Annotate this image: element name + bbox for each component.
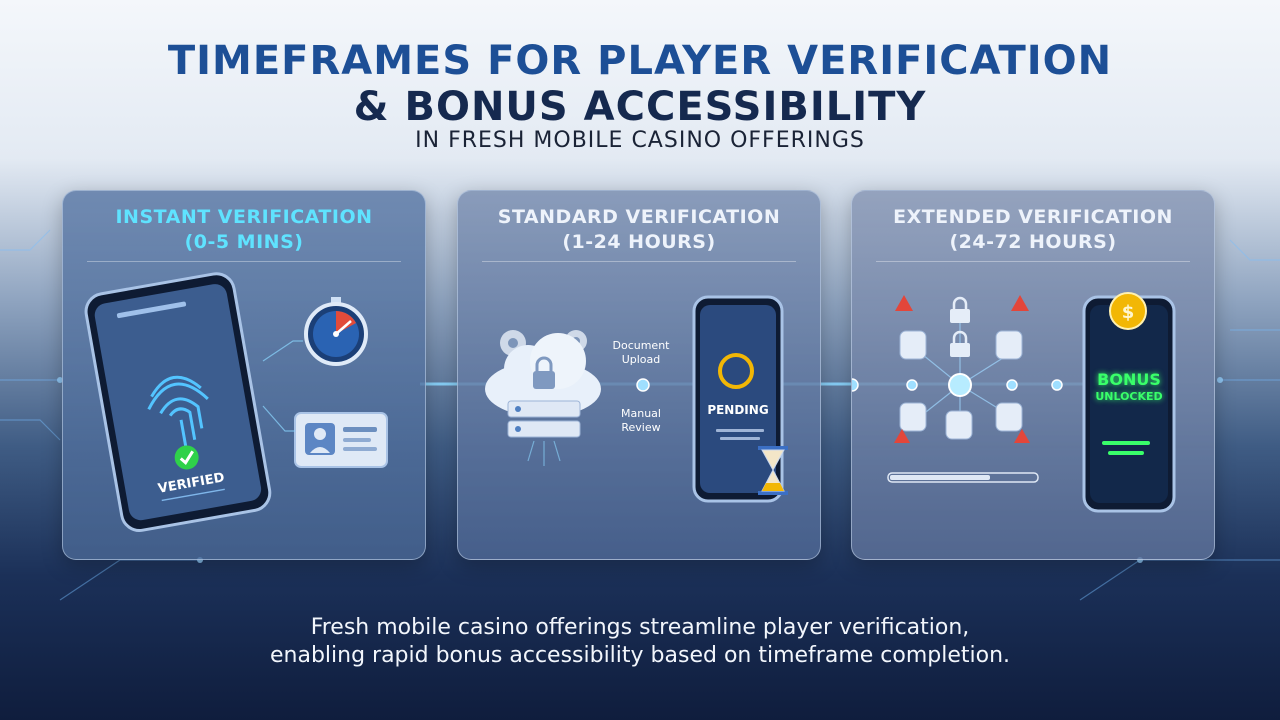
lock-icon: [950, 296, 970, 357]
card-standard-title: STANDARD VERIFICATION (1-24 HOURS): [458, 205, 820, 255]
step-manual-line2: Review: [621, 421, 661, 434]
hourglass-icon: [758, 446, 788, 495]
coin-icon: $: [1109, 292, 1147, 330]
page-title-line1: TIMEFRAMES FOR PLAYER VERIFICATION: [167, 38, 1113, 84]
page-title-line2: & BONUS ACCESSIBILITY: [353, 84, 927, 130]
instant-verification-illustration: VERIFIED: [84, 272, 388, 532]
card-instant-title-line1: INSTANT VERIFICATION: [115, 206, 373, 228]
step-document-line1: Document: [612, 339, 670, 352]
phone-icon: [1082, 295, 1176, 513]
bonus-status-line1: BONUS: [1097, 370, 1161, 389]
card-extended-title: EXTENDED VERIFICATION (24-72 HOURS): [852, 205, 1214, 255]
step-document-line2: Upload: [621, 353, 661, 366]
page-subtitle: IN FRESH MOBILE CASINO OFFERINGS: [415, 128, 865, 153]
svg-text:$: $: [1122, 302, 1135, 323]
warning-icon: [894, 295, 1030, 443]
step-document-upload: Document Upload: [606, 339, 676, 367]
standard-verification-illustration: [485, 295, 788, 503]
step-manual-review: Manual Review: [606, 407, 676, 435]
divider: [482, 261, 796, 262]
footer-line1: Fresh mobile casino offerings streamline…: [310, 615, 970, 640]
step-manual-line1: Manual: [621, 407, 661, 420]
bonus-unlocked-status: BONUS UNLOCKED: [1090, 371, 1168, 405]
card-extended-title-line2: (24-72 HOURS): [949, 231, 1117, 253]
progress-bar: [887, 472, 1039, 483]
card-standard-title-line1: STANDARD VERIFICATION: [497, 206, 781, 228]
pending-status-text: PENDING: [707, 403, 769, 417]
card-extended-verification: EXTENDED VERIFICATION (24-72 HOURS): [851, 190, 1215, 560]
stopwatch-icon: [304, 297, 368, 366]
divider: [876, 261, 1190, 262]
card-standard-title-line2: (1-24 HOURS): [562, 231, 716, 253]
card-instant-title: INSTANT VERIFICATION (0-5 MINS): [63, 205, 425, 255]
fingerprint-icon: [147, 375, 209, 450]
bonus-status-line2: UNLOCKED: [1095, 390, 1163, 403]
extended-verification-illustration: $: [852, 292, 1176, 513]
card-standard-verification: STANDARD VERIFICATION (1-24 HOURS): [457, 190, 821, 560]
divider: [87, 261, 401, 262]
card-instant-verification: INSTANT VERIFICATION (0-5 MINS) VERIFIED: [62, 190, 426, 560]
footer-line2: enabling rapid bonus accessibility based…: [269, 643, 1011, 668]
id-card-icon: [294, 412, 388, 468]
card-extended-title-line1: EXTENDED VERIFICATION: [893, 206, 1173, 228]
phone-icon: [692, 295, 784, 503]
database-icon: [899, 330, 1023, 440]
server-icon: [507, 400, 581, 438]
card-instant-title-line2: (0-5 MINS): [184, 231, 304, 253]
phone-icon: VERIFIED: [84, 272, 272, 532]
